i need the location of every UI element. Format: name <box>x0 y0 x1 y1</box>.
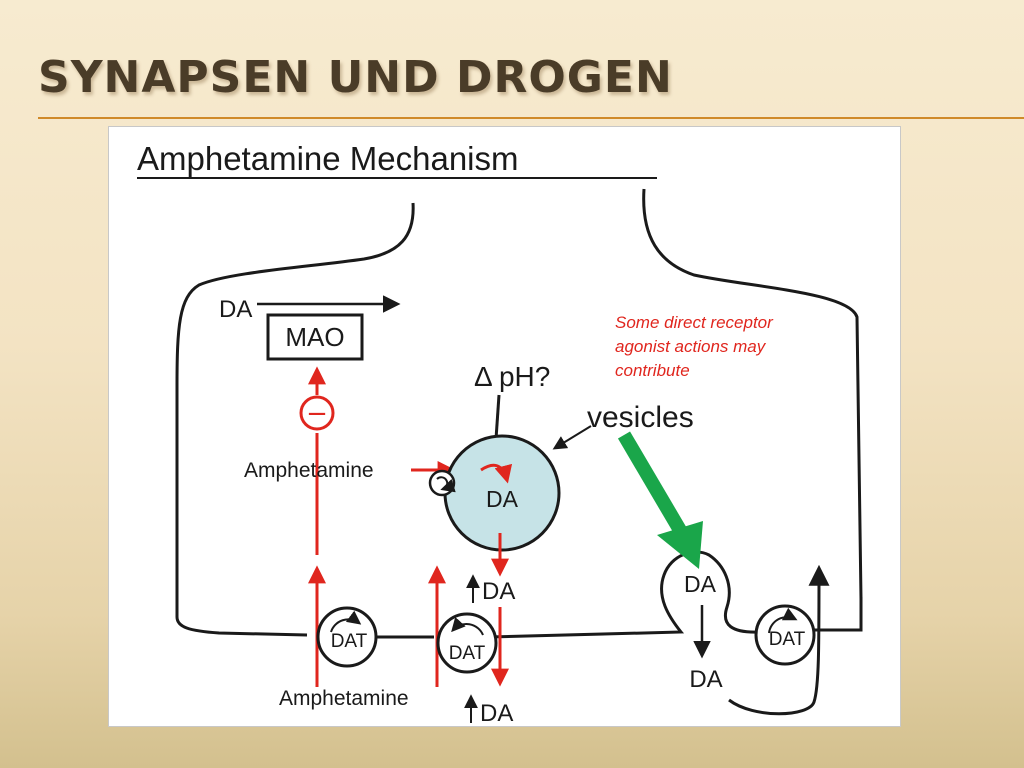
da-label-released: DA <box>689 666 722 693</box>
dat-label-2: DAT <box>449 643 486 664</box>
presynaptic-membrane-left <box>175 202 415 637</box>
slide-title: SYNAPSEN UND DROGEN <box>38 52 673 103</box>
dat-3-rotation-icon <box>768 607 798 634</box>
annotation-line-1: Some direct receptor <box>615 313 774 332</box>
mao-box <box>266 313 364 361</box>
dat-label-1: DAT <box>331 631 368 652</box>
reuptake-arrow <box>728 564 830 716</box>
annotation-line-3: contribute <box>615 361 690 380</box>
amphetamine-mechanism-figure: Amphetamine Mechanism DA MAO − Amphetami… <box>108 126 901 727</box>
da-label-bottom: DA <box>480 700 513 727</box>
annotation-line-2: agonist actions may <box>615 337 767 356</box>
presynaptic-membrane-right <box>642 188 863 600</box>
membrane-segment-right <box>812 597 863 632</box>
vesicles-label: vesicles <box>587 401 694 434</box>
vesicle-internal-arrow <box>480 463 513 484</box>
vmat-rotation-icon <box>436 476 456 493</box>
title-divider <box>38 117 1024 119</box>
diagram-title: Amphetamine Mechanism <box>137 140 519 177</box>
dat-transporter-3 <box>754 604 816 666</box>
da-label-top: DA <box>219 296 252 323</box>
delta-ph-label: Δ pH? <box>474 361 550 392</box>
dat-1-rotation-icon <box>330 610 362 633</box>
green-highlight-arrow-head <box>657 521 703 569</box>
green-highlight-arrow-shaft <box>617 431 691 541</box>
amphetamine-label-bottom: Amphetamine <box>279 687 409 710</box>
amphetamine-label-left: Amphetamine <box>244 459 374 482</box>
vesicle-da-label: DA <box>486 486 519 512</box>
vesicles-pointer <box>552 425 592 450</box>
dat-label-3: DAT <box>769 629 806 650</box>
dat-transporter-1 <box>316 606 378 668</box>
da-label-release-pocket: DA <box>684 571 717 597</box>
inhibition-circle <box>299 395 335 431</box>
inhibition-symbol: − <box>306 399 328 429</box>
dat-2-rotation-icon <box>451 616 484 636</box>
da-label-mid: DA <box>482 578 515 605</box>
delta-ph-pointer <box>494 394 501 440</box>
vesicle-fusion-pocket <box>488 550 760 639</box>
vmat-transporter-icon <box>428 469 456 497</box>
mechanism-diagram-svg: Amphetamine Mechanism DA MAO − Amphetami… <box>137 140 863 727</box>
mao-label: MAO <box>285 322 344 352</box>
